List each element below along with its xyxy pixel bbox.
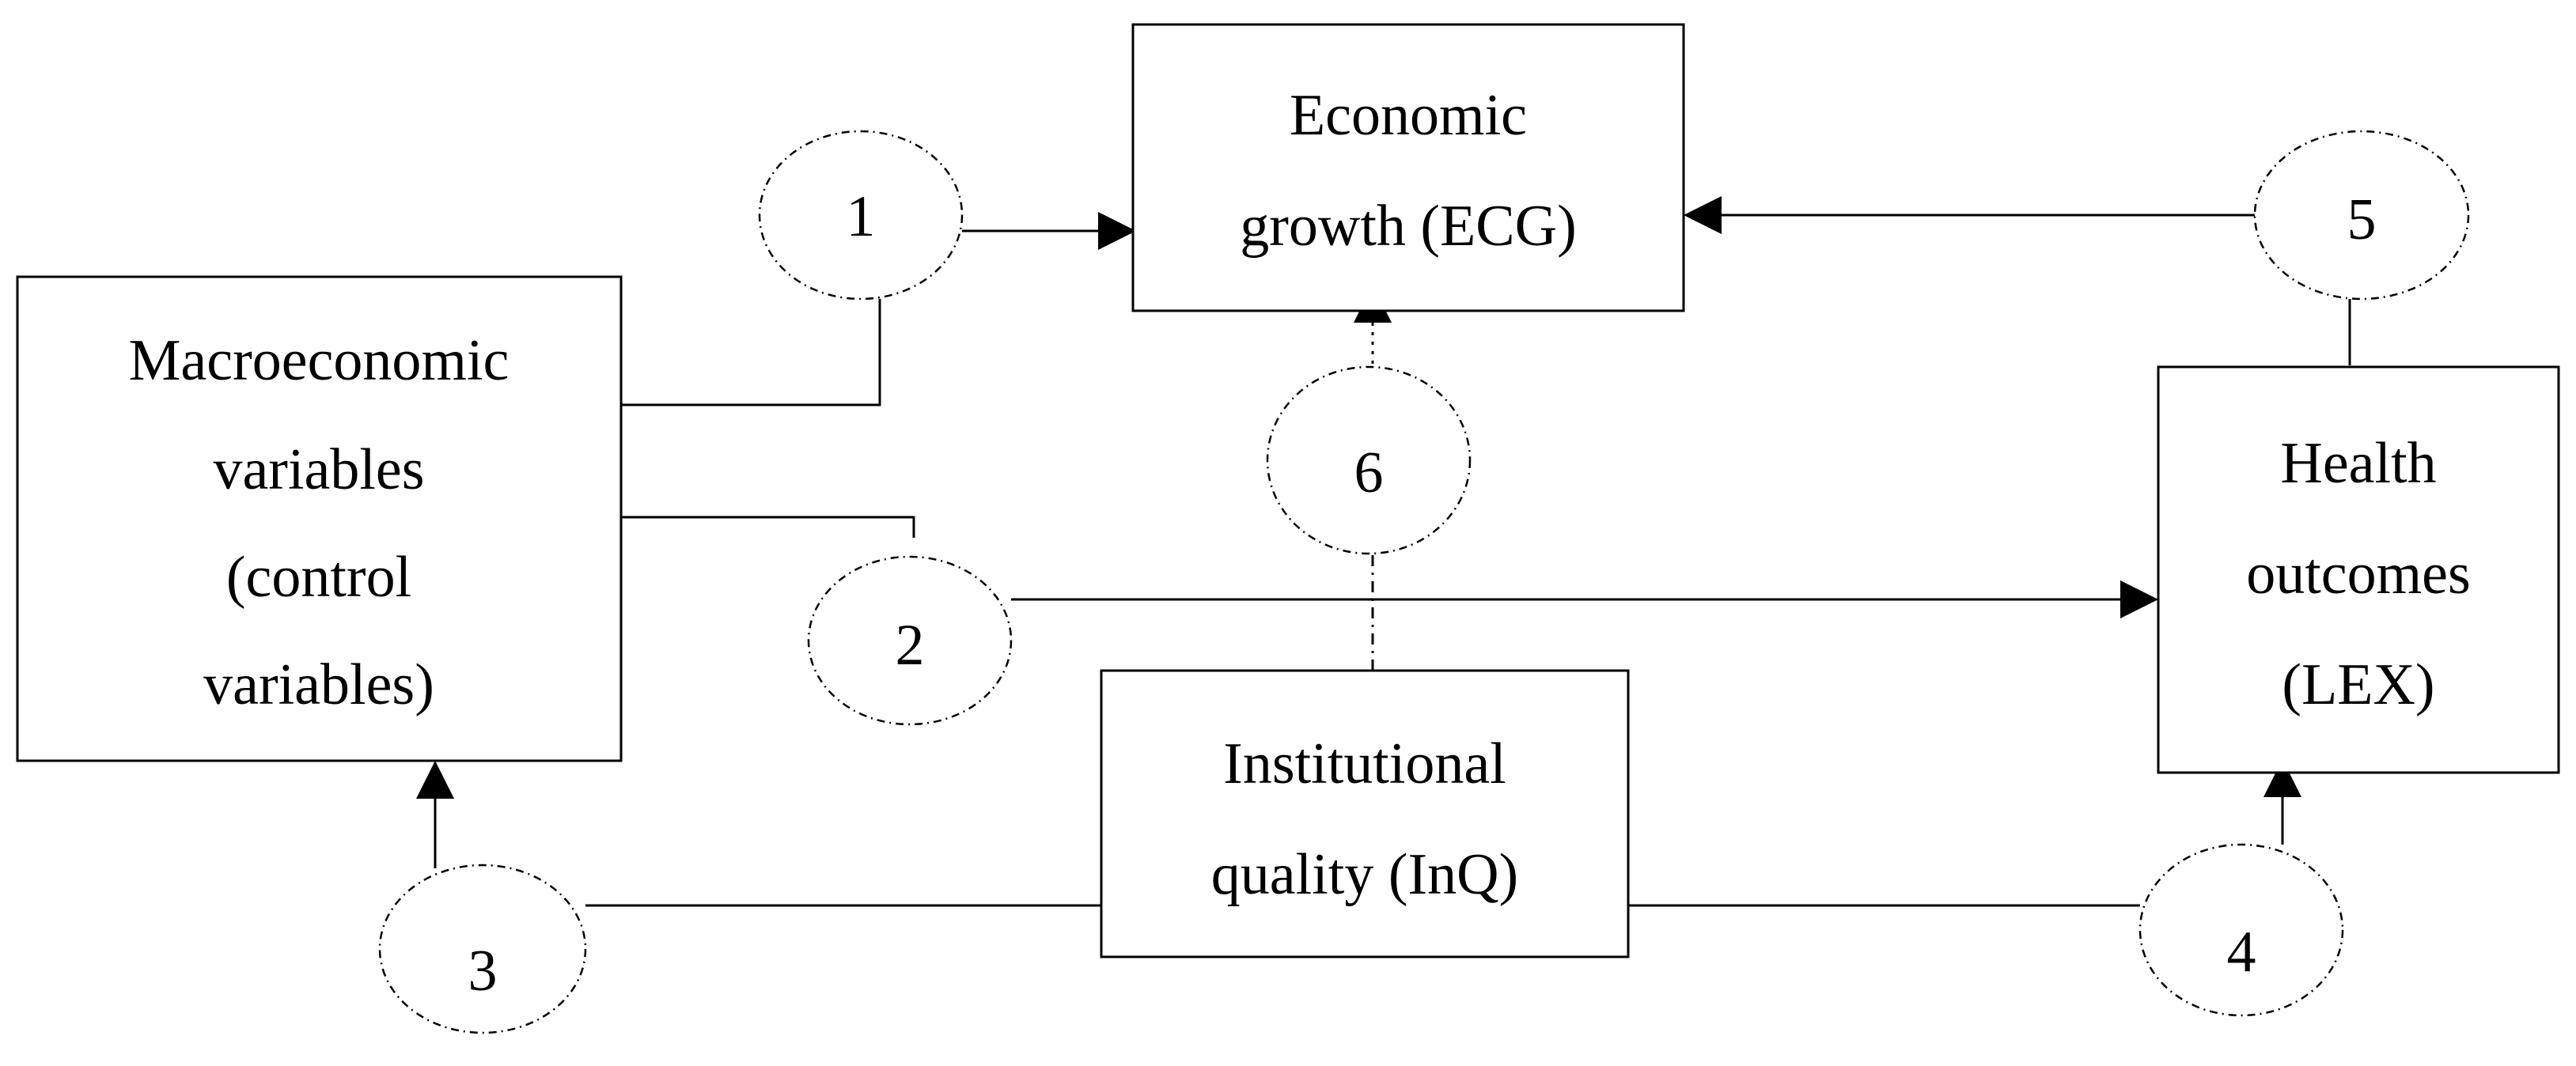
path-2-ellipse: 2 bbox=[807, 555, 1013, 726]
path-1-ellipse: 1 bbox=[758, 130, 964, 301]
ecg-line-2: growth (ECG) bbox=[1240, 194, 1576, 259]
connector-2 bbox=[621, 516, 915, 538]
path-2-label: 2 bbox=[896, 613, 925, 678]
path-3-label: 3 bbox=[468, 939, 498, 1004]
macro-line-3: (control bbox=[226, 545, 411, 610]
path-5-label: 5 bbox=[2347, 187, 2377, 252]
institutional-quality-box: Institutional quality (InQ) bbox=[1100, 669, 1630, 958]
macroeconomic-variables-box: Macroeconomic variables (control variabl… bbox=[16, 275, 623, 762]
arrowhead-4 bbox=[2263, 759, 2301, 797]
path-5-ellipse: 5 bbox=[2253, 130, 2470, 301]
arrowhead-1 bbox=[1098, 212, 1136, 250]
path-4-ellipse: 4 bbox=[2138, 843, 2344, 1017]
health-outcomes-box: Health outcomes (LEX) bbox=[2157, 365, 2560, 774]
inq-line-2: quality (InQ) bbox=[1211, 842, 1518, 907]
connector-1 bbox=[621, 299, 881, 406]
health-line-1: Health bbox=[2280, 431, 2436, 496]
path-6-ellipse: 6 bbox=[1266, 365, 1472, 555]
arrowhead-3 bbox=[416, 761, 454, 799]
health-line-2: outcomes bbox=[2246, 542, 2471, 607]
arrowhead-5 bbox=[1684, 196, 1722, 234]
path-4-label: 4 bbox=[2227, 920, 2256, 985]
health-line-3: (LEX) bbox=[2282, 652, 2434, 717]
macro-line-4: variables) bbox=[203, 652, 434, 717]
path-3-ellipse: 3 bbox=[378, 864, 587, 1034]
arrowhead-2 bbox=[2120, 580, 2158, 618]
macro-line-1: Macroeconomic bbox=[129, 328, 510, 393]
macro-line-2: variables bbox=[213, 437, 424, 502]
path-6-label: 6 bbox=[1354, 440, 1384, 505]
ecg-line-1: Economic bbox=[1290, 83, 1527, 148]
path-1-label: 1 bbox=[847, 184, 876, 249]
inq-line-1: Institutional bbox=[1223, 731, 1506, 796]
economic-growth-box: Economic growth (ECG) bbox=[1131, 23, 1685, 312]
